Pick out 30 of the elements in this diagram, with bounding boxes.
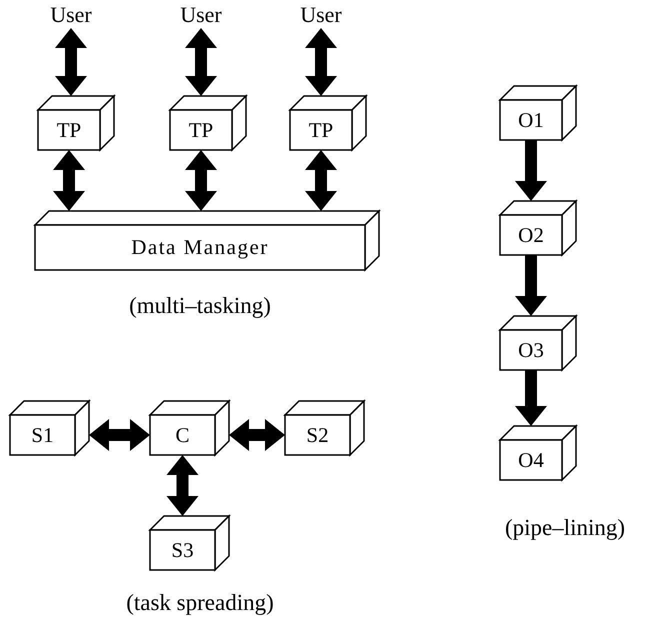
double-arrow <box>185 28 217 96</box>
caption-text: (pipe–lining) <box>504 515 626 541</box>
box-label: S1 <box>31 422 54 448</box>
caption-text: (task spreading) <box>126 590 274 616</box>
box-label: O2 <box>518 222 544 248</box>
double-arrow <box>305 150 337 211</box>
box-label: TP <box>308 118 334 142</box>
user-label: User <box>290 2 352 28</box>
user-label: User <box>170 2 232 28</box>
box-label: C <box>175 422 190 448</box>
arrow <box>515 140 547 201</box>
box-label: S2 <box>306 422 329 448</box>
double-arrow <box>185 150 217 211</box>
double-arrow <box>166 455 198 516</box>
double-arrow <box>55 28 87 96</box>
arrow <box>515 255 547 316</box>
double-arrow <box>229 419 285 451</box>
box-label: O1 <box>518 108 544 132</box>
box-label: Data Manager <box>131 235 269 260</box>
caption-text: (multi–tasking) <box>129 293 271 319</box>
double-arrow <box>53 150 85 211</box>
user-label: User <box>40 2 102 28</box>
box-label: S3 <box>171 538 194 562</box>
box-label: O4 <box>518 448 544 472</box>
box-label: O3 <box>518 338 544 362</box>
box-label: TP <box>188 118 214 142</box>
arrow <box>515 370 547 426</box>
double-arrow <box>89 419 150 451</box>
double-arrow <box>305 28 337 96</box>
box-label: TP <box>56 118 82 142</box>
